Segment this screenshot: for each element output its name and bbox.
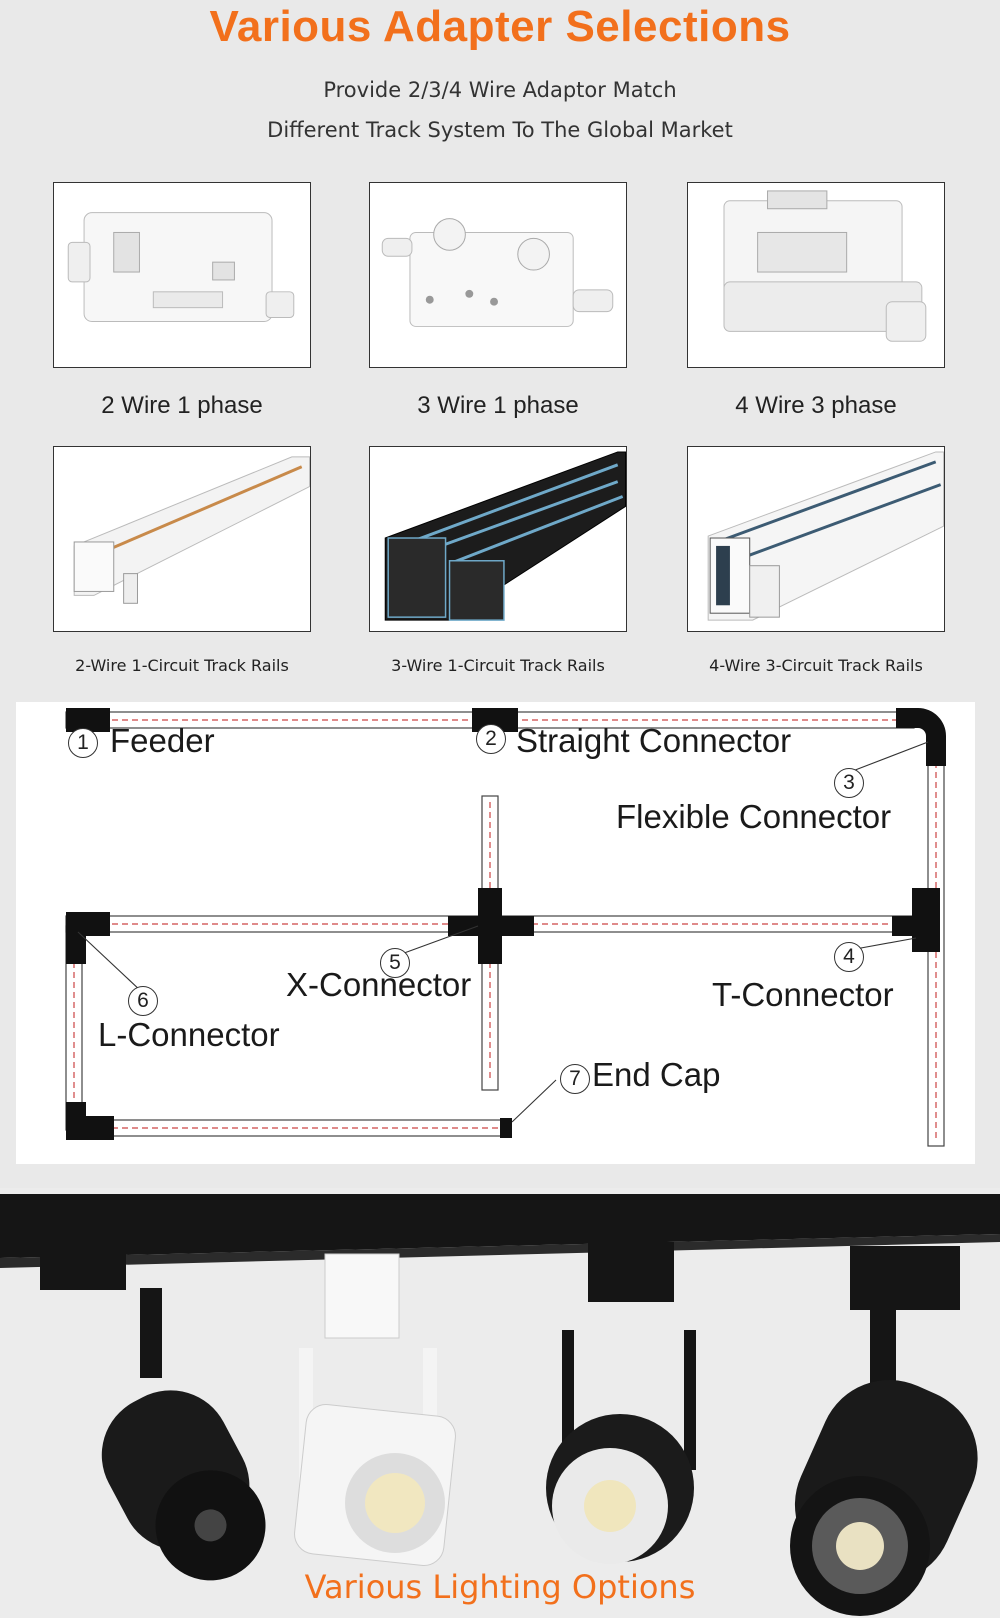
diagram-label-feeder: Feeder <box>110 722 215 759</box>
lighting-options-title: Various Lighting Options <box>304 1568 696 1606</box>
diagram-num-4: 4 <box>834 942 864 972</box>
diagram-label-x-connector: X-Connector <box>286 966 472 1003</box>
adapter-label-4wire: 4 Wire 3 phase <box>735 392 897 419</box>
diagram-num-6: 6 <box>128 986 158 1016</box>
rail-2wire-image <box>53 446 311 632</box>
adapter-label-3wire: 3 Wire 1 phase <box>417 392 579 419</box>
page-title: Various Adapter Selections <box>209 2 791 51</box>
diagram-label-t-connector: T-Connector <box>712 976 894 1013</box>
diagram-label-flexible-connector: Flexible Connector <box>616 798 892 835</box>
diagram-label-l-connector: L-Connector <box>98 1016 280 1053</box>
adapter-2wire-image <box>53 182 311 368</box>
diagram-num-7: 7 <box>560 1064 590 1094</box>
adapter-4wire-image <box>687 182 945 368</box>
diagram-num-3: 3 <box>834 768 864 798</box>
rail-label-4wire: 4-Wire 3-Circuit Track Rails <box>709 656 923 675</box>
connector-diagram: 1 Feeder 2 Straight Connector 3 Flexible… <box>16 702 975 1164</box>
diagram-label-end-cap: End Cap <box>592 1056 721 1093</box>
diagram-num-1: 1 <box>68 728 98 758</box>
diagram-num-2: 2 <box>476 724 506 754</box>
diagram-label-straight-connector: Straight Connector <box>516 722 792 759</box>
subtitle-line-1: Provide 2/3/4 Wire Adaptor Match <box>323 78 677 102</box>
rail-3wire-image <box>369 446 627 632</box>
adapter-label-2wire: 2 Wire 1 phase <box>101 392 263 419</box>
diagram-num-5: 5 <box>380 948 410 978</box>
rail-4wire-image <box>687 446 945 632</box>
subtitle-line-2: Different Track System To The Global Mar… <box>267 118 733 142</box>
rail-label-2wire: 2-Wire 1-Circuit Track Rails <box>75 656 289 675</box>
lighting-options-image <box>0 1188 1000 1618</box>
rail-label-3wire: 3-Wire 1-Circuit Track Rails <box>391 656 605 675</box>
adapter-3wire-image <box>369 182 627 368</box>
